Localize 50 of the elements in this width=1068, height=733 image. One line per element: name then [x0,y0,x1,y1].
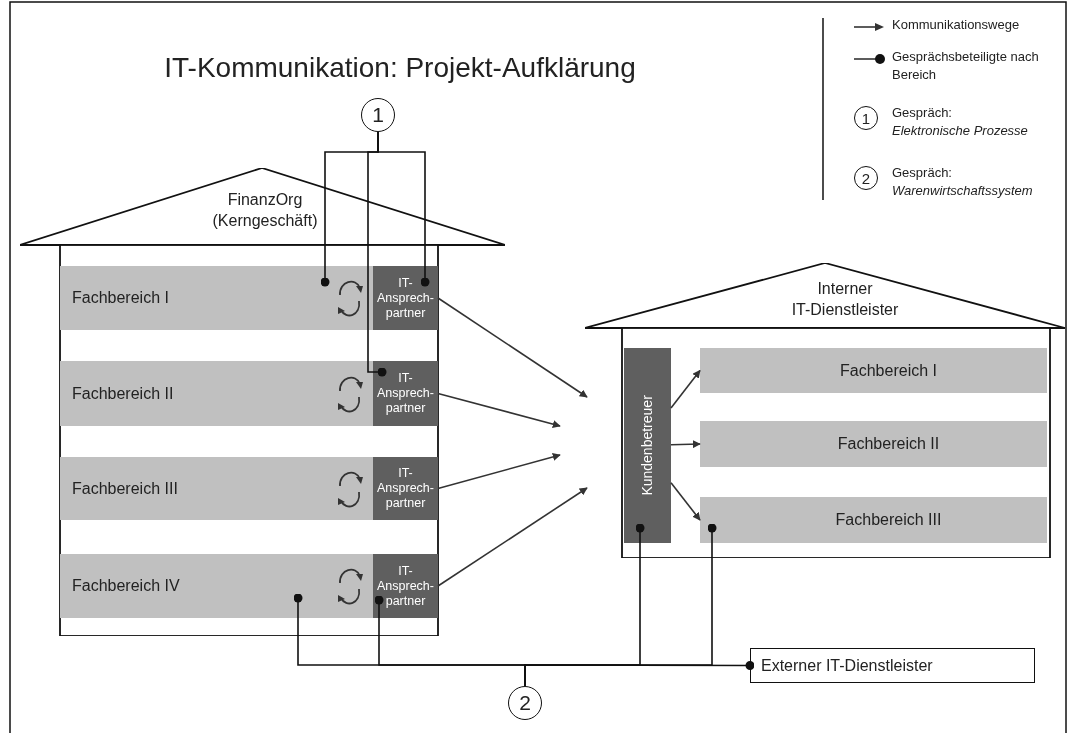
arrow [670,440,701,449]
contact-box [373,361,438,426]
circle-number: 1 [372,103,384,127]
department-band [60,554,438,618]
legend-label: Gespräch: Warenwirtschaftssystem [892,164,1034,200]
contact-box [373,266,438,330]
department-label: Fachbereich III [72,479,178,498]
contact-box [373,457,438,520]
legend-number-circle: 2 [854,166,878,190]
house-label: Interner IT-Dienstleister [790,279,900,320]
legend-label: Gespräch: Elektronische Prozesse [892,104,1029,140]
arrow [437,487,588,587]
house-outline [585,263,1067,558]
participant-connector [367,131,387,377]
contact-label: IT-Ansprech-partner [376,371,435,416]
account-manager-bar [624,348,671,543]
department-band [60,266,438,330]
department-label: Fachbereich IV [72,577,180,595]
house-label: FinanzOrg (Kerngeschäft) [211,190,319,231]
department-label: Fachbereich II [72,384,174,403]
contact-label: IT-Ansprech-partner [376,275,435,321]
box-label: Externer IT-Dienstleister [761,656,933,675]
department-band [700,348,1047,393]
department-band [700,421,1047,467]
department-band [60,361,438,426]
contact-label: IT-Ansprech-partner [376,466,435,511]
department-band [60,457,438,520]
circle-number: 2 [519,691,531,715]
participant-connector [524,661,755,687]
process-box [750,648,1035,683]
arrow [437,297,588,398]
legend-number-circle: 1 [854,106,878,130]
legend-label: Gesprächsbeteiligte nach Bereich [892,48,1040,84]
legend-label: Kommunikationswege [892,16,1021,34]
arrow [437,392,561,428]
contact-label: IT-Ansprech-partner [376,563,435,609]
diagram-title: IT-Kommunikation: Projekt-Aufklärung [163,52,637,84]
department-label: Fachbereich III [835,511,942,529]
department-band [700,497,1047,543]
account-manager-label: Kundenbetreuer [639,395,656,496]
numbered-circle [508,686,542,720]
house-outline [20,168,505,636]
arrow [437,453,561,490]
contact-box [373,554,438,618]
department-label: Fachbereich II [837,435,940,453]
arrow [670,481,701,521]
arrow [670,369,701,409]
department-label: Fachbereich I [72,289,169,307]
numbered-circle [361,98,395,132]
department-label: Fachbereich I [840,361,937,380]
